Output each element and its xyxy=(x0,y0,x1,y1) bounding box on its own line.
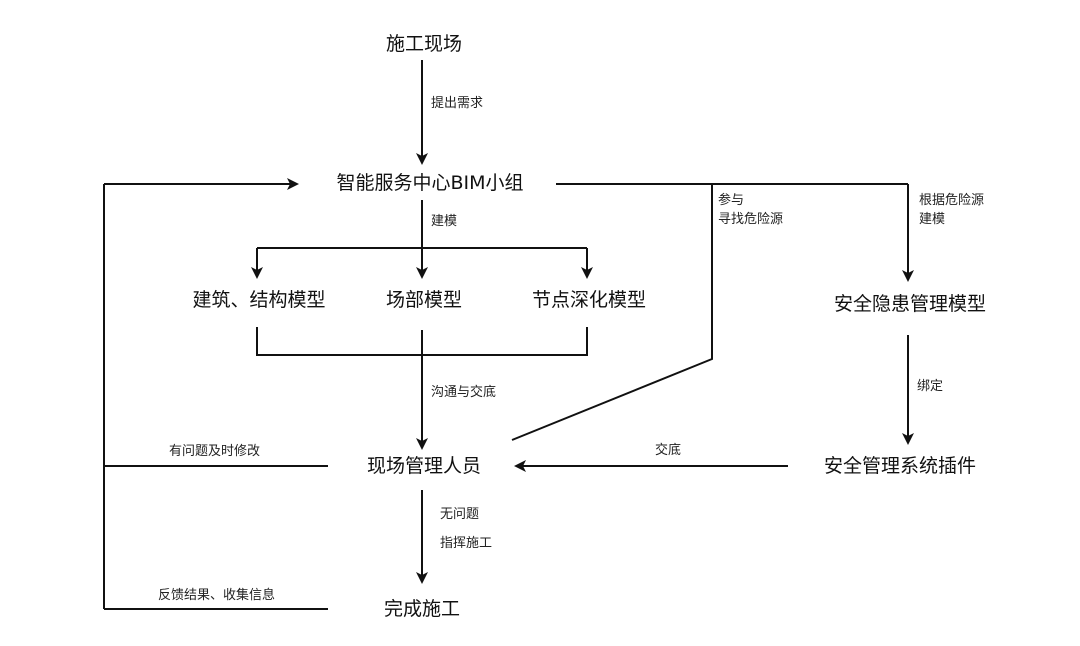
node-arch-model: 建筑、结构模型 xyxy=(192,289,326,311)
label-participate-line1: 参与 xyxy=(718,193,745,208)
node-node-model: 节点深化模型 xyxy=(531,289,647,311)
label-handover: 交底 xyxy=(655,443,682,458)
node-hazard-model: 安全隐患管理模型 xyxy=(833,293,987,315)
line-participate xyxy=(511,184,713,441)
node-safety-plugin: 安全管理系统插件 xyxy=(823,455,977,477)
node-yard-model: 场部模型 xyxy=(385,289,463,311)
label-hazard-modeling-line2: 建模 xyxy=(919,211,946,227)
label-hazard-modeling: 根据危险源 建模 xyxy=(919,192,984,230)
label-communicate: 沟通与交底 xyxy=(431,385,497,400)
node-bim-team: 智能服务中心BIM小组 xyxy=(336,172,524,194)
label-bind: 绑定 xyxy=(917,379,944,394)
node-site: 施工现场 xyxy=(385,33,463,55)
label-participate-line2: 寻找危险源 xyxy=(718,211,784,227)
label-direct: 指挥施工 xyxy=(440,536,493,551)
label-participate: 参与 寻找危险源 xyxy=(718,192,783,230)
label-feedback: 反馈结果、收集信息 xyxy=(158,588,276,603)
label-no-issue: 无问题 xyxy=(440,507,480,522)
node-complete: 完成施工 xyxy=(383,598,461,620)
node-site-manager: 现场管理人员 xyxy=(366,455,482,477)
label-fix-issue: 有问题及时修改 xyxy=(169,444,261,459)
label-modeling: 建模 xyxy=(431,214,458,229)
label-hazard-modeling-line1: 根据危险源 xyxy=(919,193,985,208)
label-raise-need: 提出需求 xyxy=(431,96,484,111)
